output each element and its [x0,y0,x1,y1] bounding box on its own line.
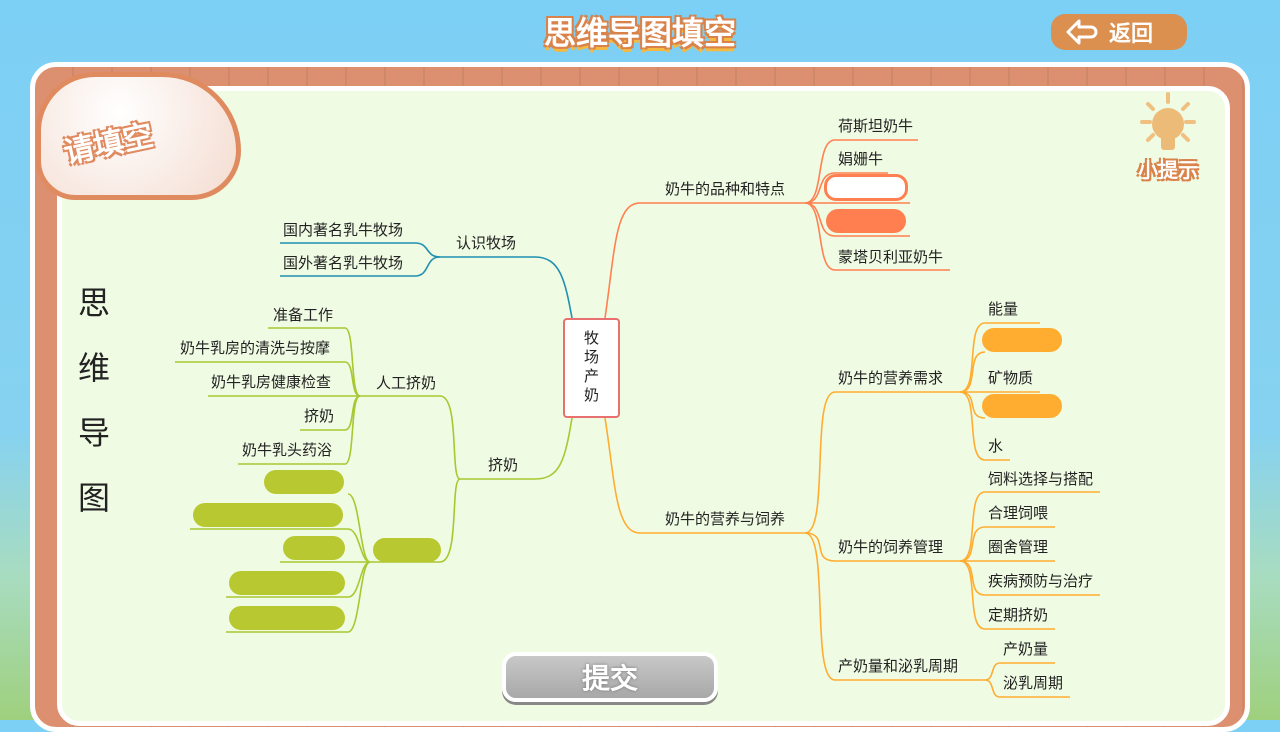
leaf-node: 疾病预防与治疗 [988,572,1094,590]
leaf-node: 饲料选择与搭配 [988,470,1094,488]
leaf-node: 娟姗牛 [838,150,884,168]
leaf-node: 准备工作 [273,306,334,324]
leaf-node: 水 [988,437,1004,455]
side-title-char: 导 [78,414,111,452]
hint-button[interactable]: 小提示 [1128,92,1208,184]
sub-branch: 人工挤奶 [376,374,437,392]
branch-breeds: 奶牛的品种和特点 [665,180,786,198]
branch-ranch: 认识牧场 [456,234,517,252]
back-button[interactable]: 返回 [1051,14,1187,50]
sub-branch: 产奶量和泌乳周期 [838,657,959,675]
blank-input[interactable] [982,328,1062,352]
blank-input[interactable] [229,571,345,595]
leaf-node: 国外著名乳牛牧场 [283,254,404,272]
blank-input[interactable] [373,538,441,562]
leaf-node: 奶牛乳房健康检查 [211,373,332,391]
blank-input[interactable] [826,209,906,233]
side-title-char: 图 [78,479,111,517]
lightbulb-icon [1140,92,1196,150]
sub-branch: 奶牛的饲养管理 [838,538,944,556]
leaf-node: 荷斯坦奶牛 [838,117,914,135]
leaf-node: 合理饲喂 [988,504,1049,522]
blank-input[interactable] [193,503,343,527]
branch-nutrition: 奶牛的营养与饲养 [665,510,786,528]
leaf-node: 国内著名乳牛牧场 [283,221,404,239]
leaf-node: 产奶量 [1003,640,1049,658]
blank-input[interactable] [229,606,345,630]
side-title-char: 维 [78,349,111,387]
leaf-node: 蒙塔贝利亚奶牛 [838,248,944,266]
leaf-node: 定期挤奶 [988,606,1049,624]
blank-input[interactable] [264,470,344,494]
root-node: 牧场产奶 [563,318,620,418]
leaf-node: 能量 [988,300,1019,318]
blank-input[interactable] [283,536,345,560]
leaf-node: 圈舍管理 [988,538,1049,556]
sub-branch: 奶牛的营养需求 [838,369,944,387]
submit-button[interactable]: 提交 [502,652,718,702]
fill-in-badge: 请填空 [36,72,241,200]
page-title: 思维导图填空 [543,14,736,52]
blank-input[interactable] [982,394,1062,418]
back-label: 返回 [1109,22,1154,47]
branch-milking: 挤奶 [488,456,519,474]
side-title-char: 思 [78,284,111,322]
leaf-node: 挤奶 [304,407,335,425]
back-arrow-icon [1066,19,1098,45]
leaf-node: 奶牛乳房的清洗与按摩 [180,339,331,357]
leaf-node: 奶牛乳头药浴 [242,441,333,459]
leaf-node: 矿物质 [988,369,1034,387]
blank-input-active[interactable] [824,174,908,201]
leaf-node: 泌乳周期 [1003,674,1064,692]
